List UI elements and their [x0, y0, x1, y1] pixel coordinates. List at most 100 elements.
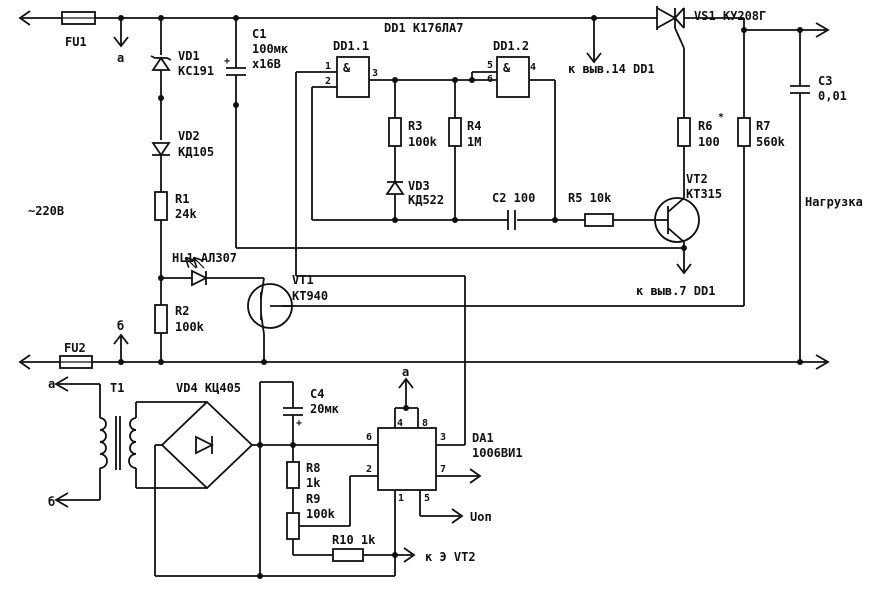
- pin-da1-8: 8: [422, 418, 428, 429]
- c1-ref: C1: [252, 27, 266, 41]
- hl1-label: HL1 АЛ307: [172, 251, 237, 265]
- pin-da1-6: 6: [366, 432, 372, 443]
- vd4-bridge: VD4 КЦ405: [154, 381, 395, 577]
- c1-capacitor: + C1 100мк х16В: [224, 15, 686, 249]
- pin-da1-2: 2: [366, 464, 372, 475]
- vd4-label: VD4 КЦ405: [176, 381, 241, 395]
- node-a-left-label: a: [48, 377, 55, 391]
- pin-da1-3: 3: [440, 432, 446, 443]
- r7-resistor: R7 560k: [737, 18, 786, 307]
- to-dd1-14: к выв.14 DD1: [568, 15, 655, 76]
- t1-transformer: T1 a б: [48, 376, 207, 509]
- r3-val: 100k: [408, 135, 438, 149]
- dd1-2-gate: & DD1.2 5 6 4: [469, 39, 556, 220]
- c1-plus: +: [224, 56, 230, 67]
- r6-resistor: R6 100 *: [677, 112, 724, 198]
- c3-capacitor: C3 0,01: [790, 27, 847, 362]
- c1-val1: 100мк: [252, 42, 289, 56]
- load-label: Нагрузка: [805, 195, 863, 209]
- to-vt2-label: к Э VT2: [425, 550, 476, 564]
- vd1-ref: VD1: [178, 49, 200, 63]
- vd2-val: КД105: [178, 145, 214, 159]
- r8-val: 1k: [306, 476, 321, 490]
- vd3-diode: VD3 КД522: [385, 179, 444, 223]
- c4-plus: +: [296, 418, 302, 429]
- dd1-2-and: &: [503, 61, 511, 75]
- vt2-transistor: VT2 КТ315 к выв.7 DD1: [636, 172, 722, 298]
- pin-da1-5: 5: [424, 493, 430, 504]
- dd1-1-and: &: [343, 61, 351, 75]
- pin-g2-in1: 5: [487, 60, 493, 71]
- vd3-ref: VD3: [408, 179, 430, 193]
- r1-ref: R1: [175, 192, 189, 206]
- r6-asterisk: *: [718, 112, 724, 123]
- r4-resistor: R4 1М: [448, 77, 481, 223]
- vt1-val: КТ940: [292, 289, 328, 303]
- node-b-mid: б: [113, 319, 129, 365]
- uon-label: Uоп: [470, 510, 492, 524]
- dd1-1-gate: & DD1.1 1 2 3: [296, 39, 472, 98]
- r3-resistor: R3 100k: [388, 77, 438, 182]
- node-b-mid-label: б: [117, 319, 124, 333]
- r1-resistor: R1 24k: [154, 191, 197, 305]
- pin-g2-out: 4: [530, 62, 536, 73]
- pin-g2-in2: 6: [487, 74, 493, 85]
- pin-g1-in1: 1: [325, 61, 331, 72]
- vs1-thyristor: VS1 КУ208Г: [656, 6, 766, 118]
- node-a-top-label: a: [117, 51, 124, 65]
- c4-val: 20мк: [310, 402, 340, 416]
- r9-trimmer: R9 100k: [286, 475, 378, 556]
- dd1-2-label: DD1.2: [493, 39, 529, 53]
- da1-ref: DA1: [472, 431, 494, 445]
- c4-capacitor: + C4 20мк: [257, 381, 340, 579]
- r8-ref: R8: [306, 461, 320, 475]
- pin-g1-out: 3: [372, 68, 378, 79]
- vd3-val: КД522: [408, 193, 444, 207]
- r1-val: 24k: [175, 207, 197, 221]
- gate-feedback-wires: [295, 72, 585, 250]
- pin-da1-4: 4: [397, 418, 403, 429]
- r6-val: 100: [698, 135, 720, 149]
- vt2-ref: VT2: [686, 172, 708, 186]
- c3-val: 0,01: [818, 89, 847, 103]
- r2-resistor: R2 100k: [154, 304, 205, 362]
- r5-resistor: R5 10k: [568, 191, 660, 227]
- c4-ref: C4: [310, 387, 324, 401]
- r2-ref: R2: [175, 304, 189, 318]
- r4-val: 1М: [467, 135, 481, 149]
- vs1-label: VS1 КУ208Г: [694, 9, 766, 23]
- r9-ref: R9: [306, 492, 320, 506]
- r3-ref: R3: [408, 119, 422, 133]
- r7-val: 560k: [756, 135, 786, 149]
- fu2-label: FU2: [64, 341, 86, 355]
- r9-val: 100k: [306, 507, 336, 521]
- da1-val: 1006ВИ1: [472, 446, 523, 460]
- node-b-left-label: б: [48, 495, 55, 509]
- vt2-val: КТ315: [686, 187, 722, 201]
- pin-da1-1: 1: [398, 493, 404, 504]
- r7-ref: R7: [756, 119, 770, 133]
- vd1-zener: VD1 КС191: [150, 15, 214, 140]
- pin-g1-in2: 2: [325, 76, 331, 87]
- r8-resistor: R8 1k: [286, 461, 321, 513]
- r6-ref: R6: [698, 119, 712, 133]
- vd2-diode: VD2 КД105: [151, 95, 214, 192]
- to-dd1-7-label: к выв.7 DD1: [636, 284, 715, 298]
- fuse-fu1: FU1: [61, 11, 96, 49]
- pin-da1-7: 7: [440, 464, 446, 475]
- c2-label: C2 100: [492, 191, 535, 205]
- t1-label: T1: [110, 381, 124, 395]
- node-a-top: a: [113, 15, 129, 65]
- r10-resistor: R10 1k к Э VT2: [332, 533, 476, 564]
- hl1-led: HL1 АЛ307: [158, 251, 264, 287]
- dd1-1-label: DD1.1: [333, 39, 369, 53]
- to-dd1-14-label: к выв.14 DD1: [568, 62, 655, 76]
- fu1-label: FU1: [65, 35, 87, 49]
- dd1-title: DD1 К176ЛА7: [384, 21, 463, 35]
- vd1-val: КС191: [178, 64, 214, 78]
- vd2-ref: VD2: [178, 129, 200, 143]
- c1-val2: х16В: [252, 57, 281, 71]
- r10-label: R10 1k: [332, 533, 376, 547]
- r2-val: 100k: [175, 320, 205, 334]
